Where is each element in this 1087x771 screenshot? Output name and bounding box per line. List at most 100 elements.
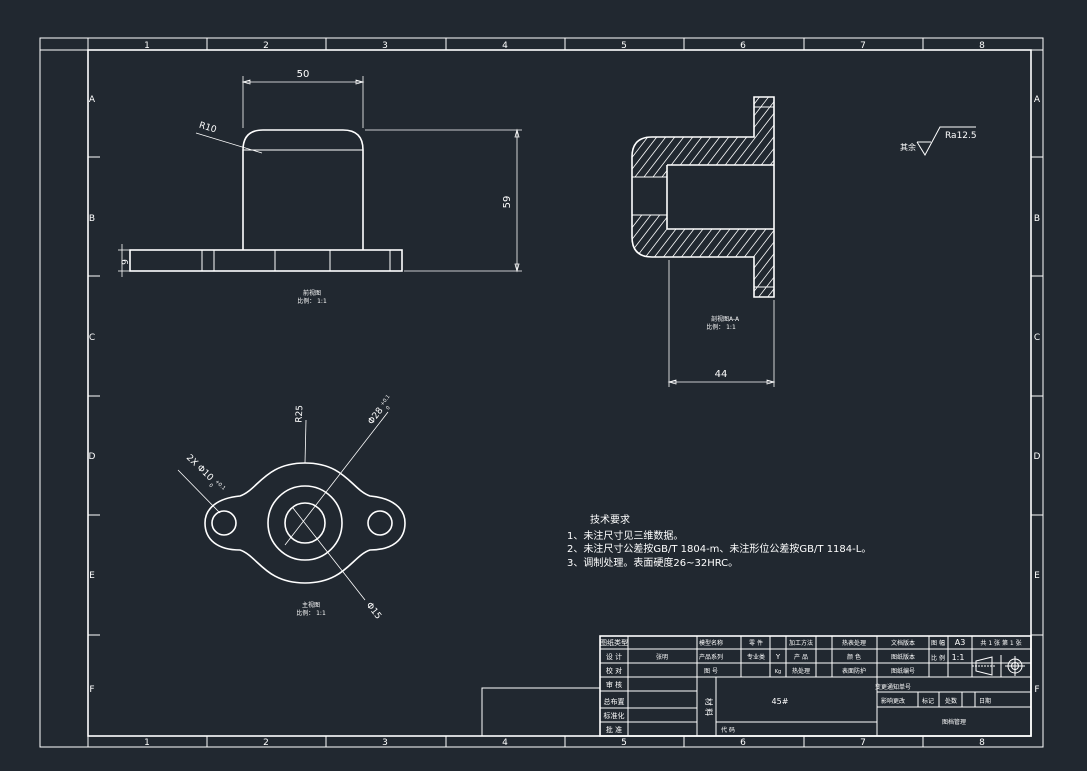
tb-label: 标准化 — [604, 711, 625, 720]
front-dim-base: 9 — [121, 259, 131, 265]
row-label-right: D — [1034, 452, 1041, 462]
section-hatch — [426, 60, 626, 320]
section-hatch — [632, 97, 699, 177]
section-hatch — [632, 97, 717, 177]
section-hatch — [632, 97, 774, 177]
section-hatch — [686, 97, 774, 177]
section-hatch — [632, 215, 735, 297]
section-hatch — [632, 215, 681, 297]
section-hatch — [354, 60, 554, 320]
section-hatch — [632, 215, 774, 297]
section-hatch — [632, 215, 672, 297]
section-hatch — [632, 215, 774, 297]
section-hatch — [786, 60, 986, 320]
col-label-top: 7 — [860, 41, 866, 51]
section-hatch — [632, 215, 717, 297]
col-label-bottom: 2 — [263, 738, 269, 748]
col-label-bottom: 7 — [860, 738, 866, 748]
section-hatch — [704, 97, 774, 177]
outer-border — [39, 37, 1044, 748]
section-hatch — [677, 215, 774, 297]
front-caption: 前视图 — [303, 289, 321, 297]
section-hatch — [731, 215, 774, 297]
section-hatch — [372, 60, 572, 320]
section-hatch — [632, 97, 636, 177]
section-hatch — [632, 215, 699, 297]
tb-label: 产 品 — [794, 653, 808, 661]
section-hatch — [336, 60, 536, 320]
roughness-prefix: 其余 — [900, 142, 916, 152]
section-view: 44 剖视图A-A 比例： 1:1 — [300, 60, 986, 387]
tb-material: 45# — [772, 697, 789, 706]
section-hatch — [641, 215, 774, 297]
col-label-top: 3 — [382, 41, 388, 51]
tb-label: 热表处理 — [842, 639, 866, 647]
row-label-right: A — [1034, 95, 1041, 105]
section-hatch — [336, 60, 536, 320]
tb-label: 热处理 — [792, 667, 810, 675]
section-hatch — [632, 97, 708, 177]
section-hatch — [786, 60, 986, 320]
section-hatch — [318, 60, 518, 320]
front-dim-width: 50 — [297, 69, 310, 80]
section-hatch — [641, 97, 774, 177]
section-hatch — [632, 97, 771, 177]
section-hatch — [426, 60, 626, 320]
section-hatch — [632, 215, 690, 297]
section-hatch — [632, 97, 774, 177]
tb-sign: 标记 — [922, 697, 934, 705]
section-hatch — [632, 215, 726, 297]
tb-material-label: 材 料 — [704, 698, 714, 717]
tb-label: 产品系列 — [699, 653, 723, 661]
section-hatch — [390, 60, 590, 320]
section-hatch — [632, 215, 774, 297]
section-hatch — [632, 97, 774, 177]
section-hatch — [632, 97, 774, 177]
inner-border — [87, 49, 1032, 737]
tb-sign: 处数 — [945, 697, 957, 705]
section-hatch — [632, 97, 672, 177]
col-label-bottom: 6 — [740, 738, 746, 748]
section-hatch — [659, 215, 774, 297]
section-hatch — [345, 60, 545, 320]
tb-scale: 1:1 — [952, 653, 965, 662]
tb-designer: 张明 — [656, 653, 668, 661]
section-hatch — [632, 215, 774, 297]
col-label-bottom: 3 — [382, 738, 388, 748]
section-hatch — [722, 97, 774, 177]
section-hatch — [650, 97, 774, 177]
section-caption: 剖视图A-A — [711, 315, 740, 323]
row-label-left: B — [89, 214, 95, 224]
col-label-top: 1 — [144, 41, 150, 51]
section-hatch — [318, 60, 518, 320]
front-dim-height: 59 — [502, 196, 513, 209]
section-hatch — [632, 97, 690, 177]
tb-label: 零 件 — [749, 639, 763, 647]
section-hatch — [632, 215, 645, 297]
front-dim-radius: R10 — [198, 121, 218, 136]
section-hatch — [740, 215, 774, 297]
row-label-left: C — [89, 333, 95, 343]
section-hatch — [632, 97, 726, 177]
section-hatch — [632, 97, 654, 177]
section-hatch — [363, 60, 563, 320]
section-hatch — [309, 60, 509, 320]
top-dim-holes: 2X Φ10+0.10 — [182, 453, 227, 497]
section-hatch — [632, 97, 681, 177]
col-label-top: 8 — [979, 41, 985, 51]
tb-label: 校 对 — [606, 666, 622, 675]
section-hatch — [300, 60, 500, 320]
top-dim-r25: R25 — [295, 405, 306, 423]
tb-rev-ref: 影响更改 — [881, 697, 905, 705]
projection-symbol-icon — [972, 656, 1025, 676]
section-hatch — [632, 97, 774, 177]
section-hatch — [632, 215, 636, 297]
tb-label: 审 核 — [606, 680, 622, 689]
section-hatch — [354, 60, 554, 320]
section-hatch — [749, 215, 774, 297]
section-hatch — [686, 215, 774, 297]
title-block: 图纸类型 设 计 校 对 审 核 总布置 标准化 批 准 张明 模型名称 产品系… — [481, 635, 1032, 737]
section-hatch — [345, 60, 545, 320]
tb-label: 批 准 — [606, 725, 622, 734]
